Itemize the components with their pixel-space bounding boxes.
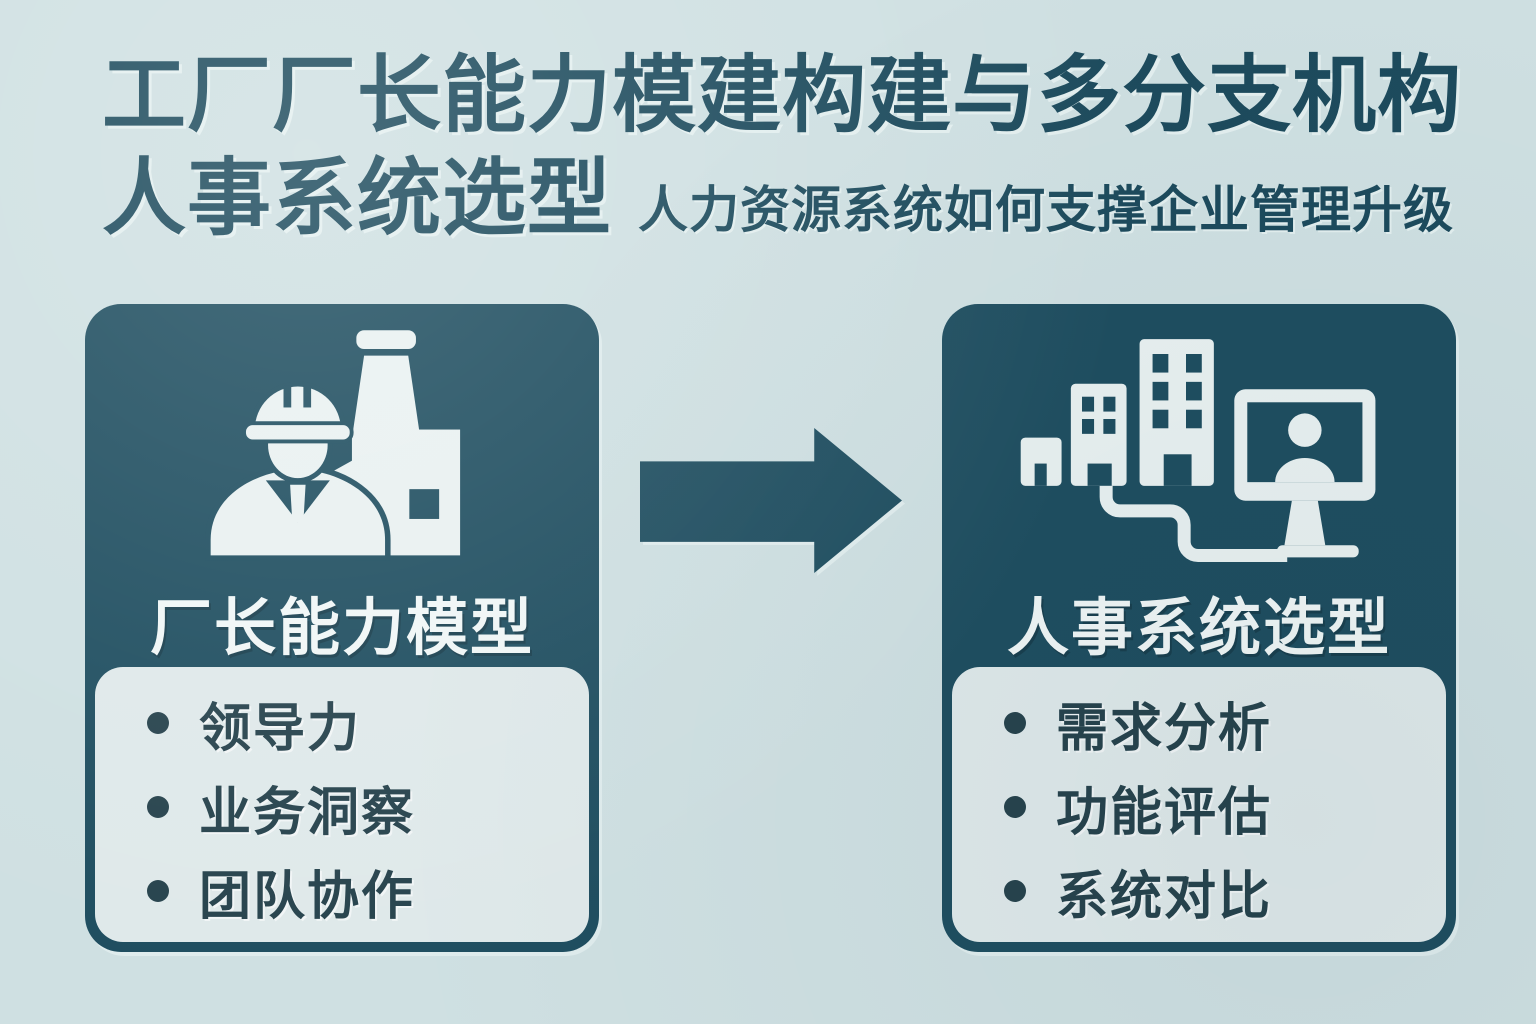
card-factory-manager-title: 厂长能力模型 xyxy=(149,594,534,663)
card-factory-manager: 厂长能力模型 领导力 业务洞察 团队协作 xyxy=(85,304,599,952)
list-item-label: 系统对比 xyxy=(1056,867,1273,926)
page-title-line1: 工厂厂长能力模建构建与多分支机构 xyxy=(102,48,1463,142)
bullet-icon xyxy=(147,880,169,902)
bullet-icon xyxy=(147,712,169,734)
list-item-label: 业务洞察 xyxy=(199,783,416,842)
list-item: 需求分析 xyxy=(1004,681,1446,765)
worker-factory-icon xyxy=(192,328,492,567)
list-item: 业务洞察 xyxy=(147,765,589,849)
list-item: 系统对比 xyxy=(1004,849,1446,933)
card-hr-system-header: 人事系统选型 xyxy=(942,304,1456,667)
buildings-monitor-icon xyxy=(1013,328,1385,567)
list-item-label: 领导力 xyxy=(199,699,362,758)
list-item: 功能评估 xyxy=(1004,765,1446,849)
list-item-label: 功能评估 xyxy=(1056,783,1273,842)
card-hr-system-list: 需求分析 功能评估 系统对比 xyxy=(952,667,1446,942)
card-hr-system-title: 人事系统选型 xyxy=(1006,594,1391,663)
list-item: 团队协作 xyxy=(147,849,589,933)
bullet-icon xyxy=(1004,880,1026,902)
arrow-right-icon xyxy=(640,428,902,573)
bullet-icon xyxy=(1004,796,1026,818)
card-hr-system: 人事系统选型 需求分析 功能评估 系统对比 xyxy=(942,304,1456,952)
list-item: 领导力 xyxy=(147,681,589,765)
page-subtitle: 人力资源系统如何支撑企业管理升级 xyxy=(638,182,1455,238)
title-block: 工厂厂长能力模建构建与多分支机构 人事系统选型 人力资源系统如何支撑企业管理升级 xyxy=(102,42,1462,248)
card-factory-manager-header: 厂长能力模型 xyxy=(85,304,599,667)
page-title-line2: 人事系统选型 xyxy=(102,151,613,245)
bullet-icon xyxy=(1004,712,1026,734)
bullet-icon xyxy=(147,796,169,818)
list-item-label: 需求分析 xyxy=(1056,699,1273,758)
list-item-label: 团队协作 xyxy=(199,867,416,926)
card-factory-manager-list: 领导力 业务洞察 团队协作 xyxy=(95,667,589,942)
